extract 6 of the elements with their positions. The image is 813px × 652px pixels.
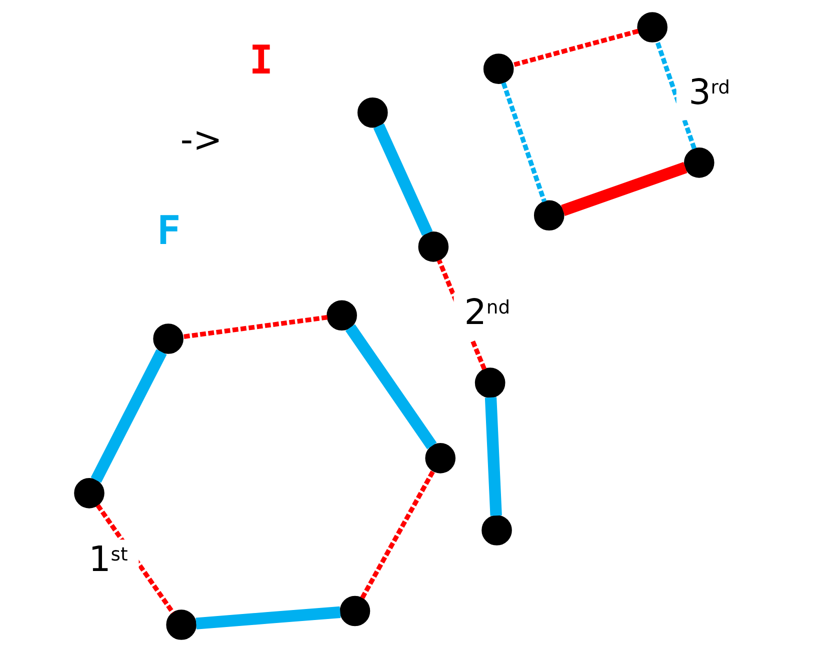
- legend-label: F: [156, 208, 180, 254]
- label: 1$^{st}$: [88, 540, 128, 580]
- label: ->: [180, 120, 222, 160]
- legend-label: I: [248, 37, 273, 84]
- label: 2$^{nd}$: [464, 292, 510, 333]
- label: 3$^{rd}$: [688, 72, 730, 113]
